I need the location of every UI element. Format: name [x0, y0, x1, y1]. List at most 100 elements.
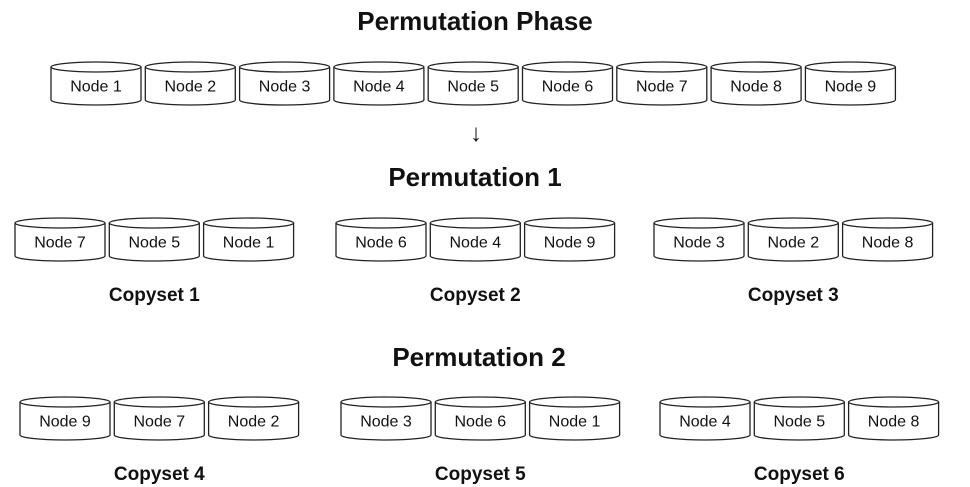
source-node-9: Node 9 [804, 61, 897, 106]
node-label: Node 1 [223, 235, 275, 252]
node-label: Node 9 [544, 235, 596, 252]
node-label: Node 6 [355, 235, 407, 252]
node-label: Node 6 [542, 79, 594, 96]
copyset-label: Copyset 5 [435, 464, 526, 485]
node-label: Node 4 [679, 414, 731, 431]
copyset-node: Node 1 [202, 217, 295, 262]
node-label: Node 1 [549, 414, 601, 431]
cylinder-top [19, 396, 111, 408]
cylinder-top [333, 61, 425, 73]
cylinder-body [710, 67, 802, 106]
source-node-2: Node 2 [144, 61, 236, 106]
node-label: Node 5 [447, 79, 499, 96]
cylinder-top [108, 217, 200, 229]
copyset-node: Node 4 [659, 396, 751, 441]
copyset-node: Node 9 [523, 217, 616, 262]
copyset-node: Node 5 [753, 396, 845, 441]
cylinder-body [340, 402, 432, 441]
cylinder-top [747, 217, 839, 229]
cylinder-body [659, 402, 751, 441]
source-node-5: Node 5 [427, 61, 519, 106]
cylinder-top [753, 396, 845, 408]
node-label: Node 4 [353, 79, 405, 96]
cylinder-top [521, 61, 614, 73]
node-label: Node 7 [636, 79, 688, 96]
source-node-3: Node 3 [238, 61, 331, 106]
cylinder-body [747, 223, 839, 262]
cylinder-top [202, 217, 295, 229]
permutation-2-title: Permutation 2 [392, 342, 565, 372]
cylinder-top [429, 217, 521, 229]
copyset-node: Node 6 [335, 217, 427, 262]
cylinder-body [528, 402, 621, 441]
source-node-4: Node 4 [333, 61, 425, 106]
cylinder-top [847, 396, 940, 408]
cylinder-body [144, 67, 236, 106]
cylinder-body [113, 402, 205, 441]
down-arrow-icon: ↓ [470, 120, 482, 147]
cylinder-body [108, 223, 200, 262]
copyset-label: Copyset 4 [114, 464, 205, 485]
cylinder-body [434, 402, 526, 441]
cylinder-body [333, 67, 425, 106]
copyset-node: Node 3 [340, 396, 432, 441]
cylinder-top [144, 61, 236, 73]
cylinder-body [50, 67, 142, 106]
copyset-group: Node 6 Node 4 Node 9 Copyset 2 [335, 217, 616, 306]
copyset-node: Node 2 [207, 396, 300, 441]
cylinder-top [427, 61, 519, 73]
copyset-node: Node 1 [528, 396, 621, 441]
node-label: Node 8 [730, 79, 782, 96]
permutation-2-copysets: Node 9 Node 7 Node 2 Copyset 4 Node 3 Node 6 N… [19, 396, 940, 485]
node-label: Node 2 [228, 414, 280, 431]
node-label: Node 2 [768, 235, 820, 252]
copyset-node: Node 8 [847, 396, 940, 441]
node-label: Node 6 [455, 414, 507, 431]
copyset-label: Copyset 1 [109, 285, 200, 306]
cylinder-body [841, 223, 934, 262]
node-label: Node 8 [862, 235, 914, 252]
cylinder-body [847, 402, 940, 441]
copyset-node: Node 3 [653, 217, 745, 262]
cylinder-top [434, 396, 526, 408]
node-label: Node 7 [134, 414, 186, 431]
cylinder-top [50, 61, 142, 73]
node-label: Node 8 [868, 414, 920, 431]
cylinder-top [653, 217, 745, 229]
cylinder-body [804, 67, 897, 106]
copyset-group: Node 4 Node 5 Node 8 Copyset 6 [659, 396, 940, 485]
diagram-title: Permutation Phase [357, 6, 593, 36]
node-label: Node 9 [39, 414, 91, 431]
cylinder-top [207, 396, 300, 408]
node-label: Node 5 [774, 414, 826, 431]
copyset-group: Node 7 Node 5 Node 1 Copyset 1 [14, 217, 295, 306]
copyset-node: Node 5 [108, 217, 200, 262]
cylinder-body [207, 402, 300, 441]
source-node-7: Node 7 [616, 61, 708, 106]
cylinder-body [523, 223, 616, 262]
copyset-group: Node 9 Node 7 Node 2 Copyset 4 [19, 396, 300, 485]
copyset-node: Node 9 [19, 396, 111, 441]
node-label: Node 7 [34, 235, 86, 252]
copyset-label: Copyset 2 [430, 285, 521, 306]
copyset-node: Node 6 [434, 396, 526, 441]
copyset-node: Node 4 [429, 217, 521, 262]
node-label: Node 3 [360, 414, 412, 431]
permutation-1-title: Permutation 1 [388, 162, 561, 192]
copyset-label: Copyset 6 [754, 464, 845, 485]
cylinder-body [14, 223, 106, 262]
cylinder-top [523, 217, 616, 229]
cylinder-top [804, 61, 897, 73]
cylinder-top [659, 396, 751, 408]
cylinder-body [429, 223, 521, 262]
cylinder-body [427, 67, 519, 106]
cylinder-top [710, 61, 802, 73]
cylinder-top [841, 217, 934, 229]
cylinder-top [238, 61, 331, 73]
copyset-node: Node 8 [841, 217, 934, 262]
cylinder-body [238, 67, 331, 106]
